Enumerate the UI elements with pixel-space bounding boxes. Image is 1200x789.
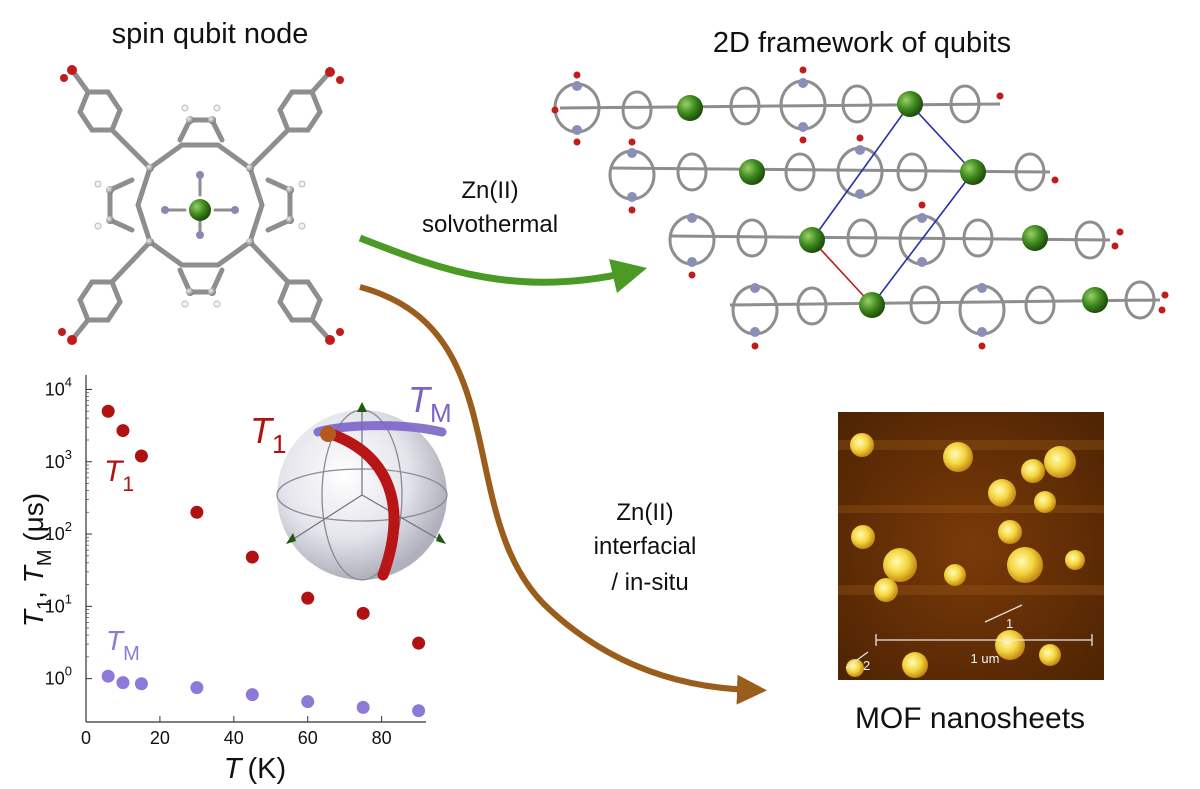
y-tick-label: 100: [45, 664, 72, 689]
route1-label-line1: Zn(II): [461, 177, 518, 204]
x-tick-label: 20: [150, 728, 170, 748]
y-tick-label: 102: [45, 519, 72, 544]
t1-data-point: [134, 449, 148, 463]
t1-relaxation-path: [322, 427, 400, 581]
y-axis-label: T1, TM (μs): [18, 493, 56, 627]
spin-vector-tip: [320, 426, 336, 442]
x-tick-label: 0: [81, 728, 91, 748]
tm-data-point: [245, 688, 259, 702]
tm-data-point: [301, 695, 315, 709]
sphere-tm-label: TM: [408, 379, 452, 428]
series-label-t1: T1: [104, 455, 134, 496]
t1-data-point: [356, 606, 370, 620]
afm-image: 1 um 1 2: [838, 412, 1104, 680]
nanosheet-particles: [846, 433, 1085, 678]
metal-center: [189, 199, 211, 221]
y-tick-label: 103: [45, 447, 72, 472]
solvothermal-arrow: [358, 234, 648, 294]
afm-marker-2: 2: [863, 658, 870, 673]
series-label-tm: TM: [106, 625, 140, 665]
x-axis-label: T(K): [224, 753, 286, 785]
route2-label-line3: / in-situ: [611, 569, 688, 596]
y-tick-label: 104: [45, 374, 72, 399]
t1-data-point: [301, 591, 315, 605]
afm-marker-1: 1: [1006, 616, 1013, 631]
bloch-sphere: T1 TM: [250, 379, 452, 581]
interfacial-arrow: [359, 284, 767, 705]
x-tick-label: 60: [298, 728, 318, 748]
relaxation-chart: 100 101 102 103 104 0 20 40 60 80 T(K) T1, TM (μ…: [18, 374, 426, 785]
nanosheets-title: MOF nanosheets: [855, 702, 1085, 735]
t1-data-point: [116, 424, 130, 438]
tm-data-point: [134, 677, 148, 691]
framework-structure: [551, 66, 1169, 350]
framework-title: 2D framework of qubits: [713, 27, 1011, 59]
t1-data-point: [190, 505, 204, 519]
t1-data-point: [101, 404, 115, 418]
tm-data-point: [101, 669, 115, 683]
node-title: spin qubit node: [112, 18, 309, 50]
t1-data-point: [245, 550, 259, 564]
tm-data-point: [412, 704, 426, 718]
tm-data-point: [190, 681, 204, 695]
porphyrin-atoms: [58, 65, 344, 345]
sphere-t1-label: T1: [250, 410, 286, 459]
scale-bar-label: 1 um: [971, 651, 1000, 666]
route2-label-line2: interfacial: [594, 533, 697, 560]
route2-label-line1: Zn(II): [616, 499, 673, 526]
route1-label-line2: solvothermal: [422, 211, 558, 238]
x-tick-label: 40: [224, 728, 244, 748]
tm-data-point: [356, 700, 370, 714]
y-tick-label: 101: [45, 591, 72, 616]
tm-data-point: [116, 676, 130, 690]
x-tick-label: 80: [372, 728, 392, 748]
t1-data-point: [412, 636, 426, 650]
